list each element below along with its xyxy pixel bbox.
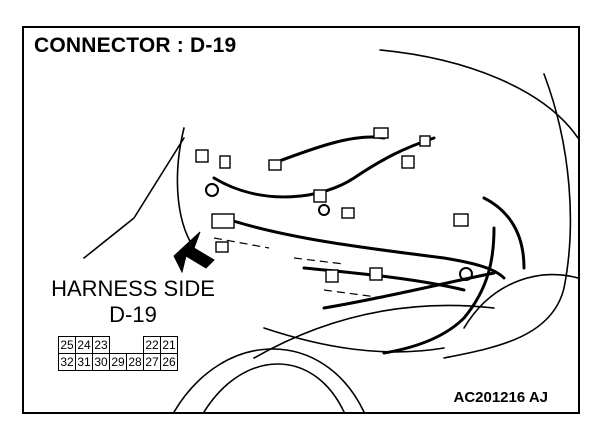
- harness-drop: [382, 226, 496, 355]
- connector-box: [401, 155, 415, 169]
- connector-pin-grid: 25 24 23 22 21 32 31 30 29 28 27 26: [58, 336, 178, 371]
- harness-lower: [322, 271, 496, 310]
- pin-cell-empty: [126, 336, 144, 354]
- harness-side: [302, 266, 466, 292]
- connector-box: [268, 159, 282, 171]
- pin-cell-empty: [109, 336, 127, 354]
- pin-cell: 24: [75, 336, 93, 354]
- connector-title: CONNECTOR : D-19: [34, 34, 237, 57]
- d19-pointer-arrow: [173, 231, 215, 274]
- figure-code: AC201216 AJ: [453, 389, 548, 406]
- lower-body: [253, 304, 495, 359]
- harness-dashed-1: [213, 237, 270, 249]
- harness-dashed-3: [323, 289, 385, 299]
- grommet: [205, 183, 219, 197]
- connector-box: [453, 213, 469, 227]
- windshield-line: [83, 137, 185, 259]
- harness-dashed-2: [293, 257, 345, 265]
- sill-line: [263, 327, 445, 353]
- front-wheel-inner: [203, 363, 345, 412]
- pin-row-top: 25 24 23 22 21: [58, 336, 178, 354]
- pin-cell: 27: [143, 353, 161, 371]
- harness-upper: [272, 135, 386, 165]
- connector-box: [419, 135, 431, 147]
- connector-box: [325, 269, 339, 283]
- connector-box: [341, 207, 355, 219]
- pin-cell: 29: [109, 353, 127, 371]
- grommet: [318, 204, 330, 216]
- pin-cell: 21: [160, 336, 178, 354]
- connector-box: [369, 267, 383, 281]
- pin-cell: 22: [143, 336, 161, 354]
- diagram-frame: CONNECTOR : D-19 HARNESS SIDE D-19 25 24…: [22, 26, 580, 414]
- pin-cell: 32: [58, 353, 76, 371]
- harness-cross: [222, 216, 506, 280]
- pin-cell: 30: [92, 353, 110, 371]
- grommet: [459, 267, 473, 281]
- harness-side-connector-id: D-19: [109, 302, 157, 327]
- harness-rear: [482, 196, 526, 270]
- connector-box: [373, 127, 389, 139]
- front-wheel-arch: [173, 348, 365, 412]
- pin-cell: 26: [160, 353, 178, 371]
- connector-box: [219, 155, 231, 169]
- connector-box: [313, 189, 327, 203]
- vehicle-harness-illustration: [83, 49, 578, 412]
- pin-cell: 25: [58, 336, 76, 354]
- pin-row-bottom: 32 31 30 29 28 27 26: [58, 353, 178, 371]
- pin-cell: 31: [75, 353, 93, 371]
- rear-wheel-arch: [463, 273, 578, 329]
- connector-box: [215, 241, 229, 253]
- connector-box: [211, 213, 235, 229]
- harness-side-text: HARNESS SIDE: [51, 276, 215, 301]
- car-body-outline: [379, 49, 578, 139]
- connector-box: [195, 149, 209, 163]
- pin-cell: 23: [92, 336, 110, 354]
- pin-cell: 28: [126, 353, 144, 371]
- fender-line: [443, 73, 572, 359]
- harness-side-label: HARNESS SIDE D-19: [38, 276, 228, 328]
- harness-main: [212, 136, 436, 199]
